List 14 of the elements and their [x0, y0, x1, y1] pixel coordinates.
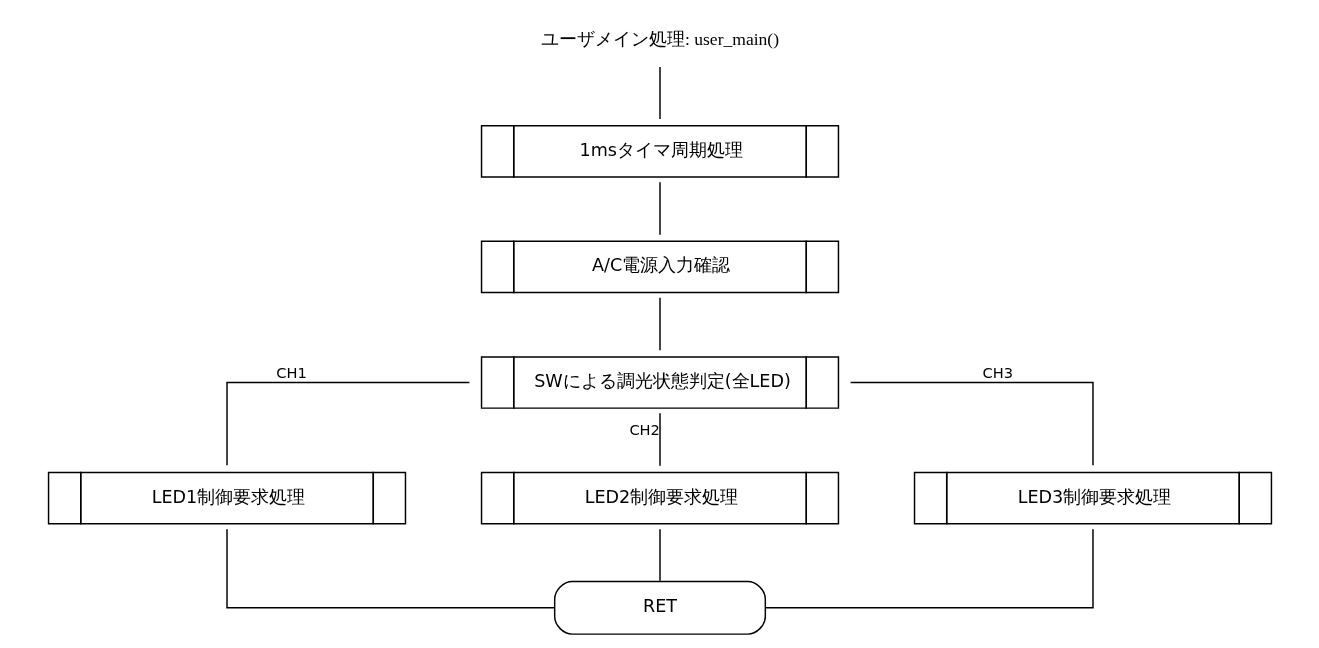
connector: [658, 412, 661, 467]
connector: [658, 528, 661, 582]
node-box: RET: [553, 580, 766, 635]
node-text: ユーザメイン処理: user_main(): [540, 28, 779, 49]
edge-label: CH3: [982, 364, 1013, 382]
edge-label: CH1: [275, 364, 307, 382]
connector: [658, 297, 661, 351]
connector: [849, 381, 1094, 467]
connector: [225, 528, 555, 609]
connector: [764, 528, 1094, 609]
connector: [658, 66, 661, 120]
connector: [225, 381, 470, 467]
connector: [658, 181, 661, 236]
edge-label: CH2: [628, 421, 660, 439]
